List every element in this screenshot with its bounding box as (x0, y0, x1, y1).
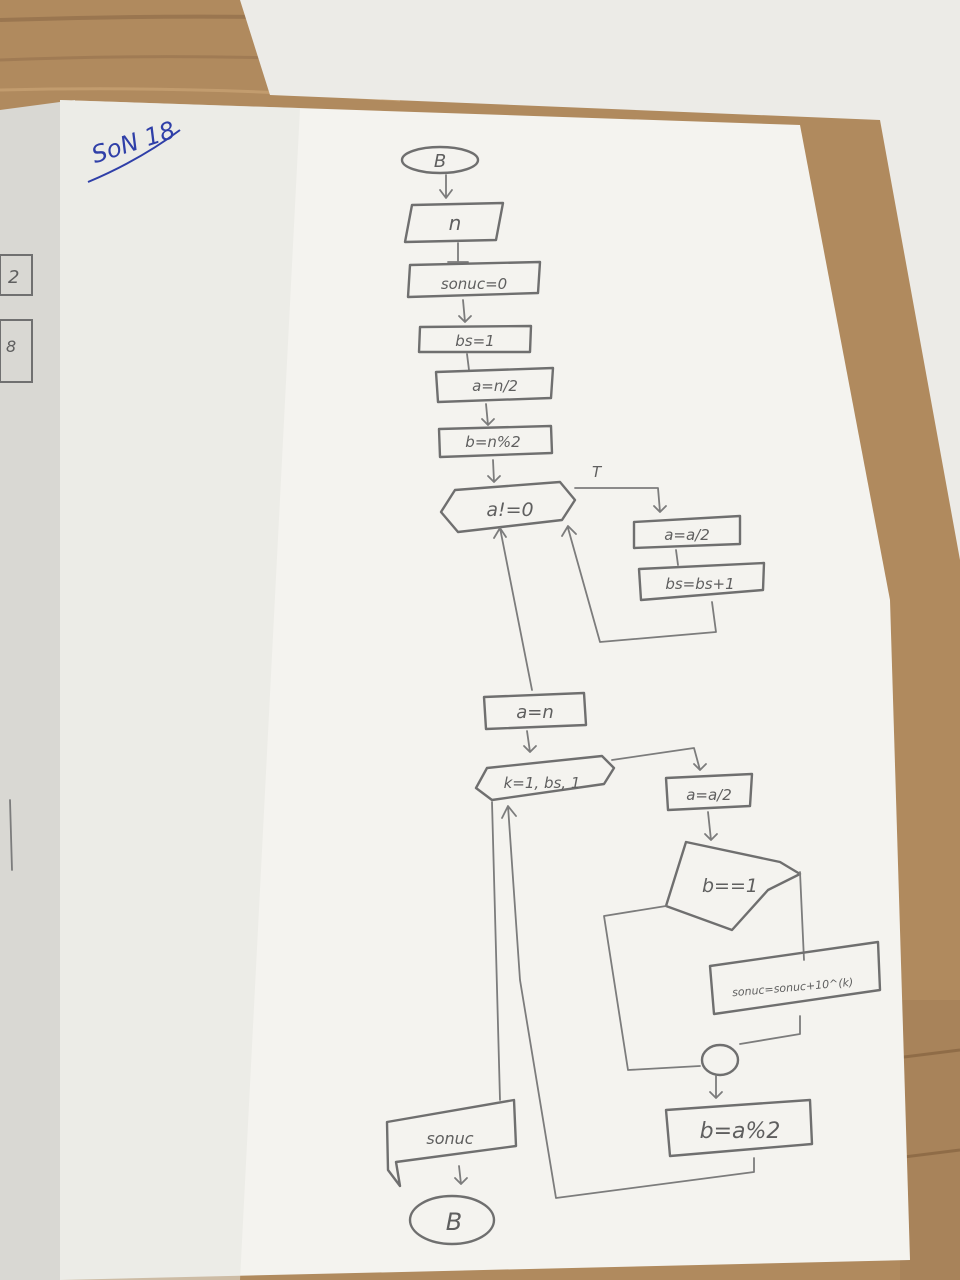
loop-condition-label: a!=0 (486, 499, 533, 521)
for-loop-label: k=1, bs, 1 (504, 774, 581, 792)
update-sonuc-box (708, 940, 882, 1016)
div-a-label: a=a/2 (686, 786, 732, 804)
true-branch-label: T (592, 463, 603, 481)
init-bs-box (417, 324, 533, 354)
init-a-label: a=n/2 (472, 377, 518, 395)
init-sonuc-box (406, 260, 542, 299)
init-b-label: b=n%2 (465, 433, 520, 451)
loop-condition-hexagon (439, 480, 577, 534)
flowchart: B n sonuc=0 bs=1 a=n/2 b=n%2 a!=0 T a=a/… (385, 145, 882, 1246)
output-sonuc-label: sonuc (426, 1129, 473, 1148)
start-label: B (434, 151, 446, 172)
left-box-bottom-value: 8 (6, 337, 16, 356)
update-b-label: b=a%2 (700, 1119, 781, 1144)
update-b-box (664, 1098, 814, 1158)
loop-a-box (632, 514, 742, 550)
input-n-label: n (449, 211, 462, 235)
input-n-box (403, 201, 505, 244)
init-b-box (437, 424, 554, 459)
init-a-box (434, 366, 555, 404)
init-bs-label: bs=1 (455, 332, 494, 350)
init-sonuc-label: sonuc=0 (441, 275, 507, 293)
loop-bs-box (637, 561, 766, 602)
loop-a-label: a=a/2 (664, 526, 710, 544)
end-terminal (408, 1194, 496, 1246)
div-a-box (664, 772, 754, 812)
reset-a-box (482, 691, 588, 731)
decision-b-label: b==1 (702, 875, 758, 897)
start-terminal (400, 145, 480, 175)
for-loop-hexagon (474, 754, 616, 802)
loop-bs-label: bs=bs+1 (665, 575, 734, 593)
paper-shadow (60, 100, 300, 1280)
end-label: B (446, 1208, 462, 1236)
output-sonuc-box (385, 1098, 518, 1188)
reset-a-label: a=n (516, 702, 554, 723)
left-page: 2 8 (0, 100, 75, 1280)
back-paper-sheet (240, 0, 960, 560)
left-box-top-value: 2 (8, 267, 19, 288)
merge-connector (700, 1043, 740, 1077)
